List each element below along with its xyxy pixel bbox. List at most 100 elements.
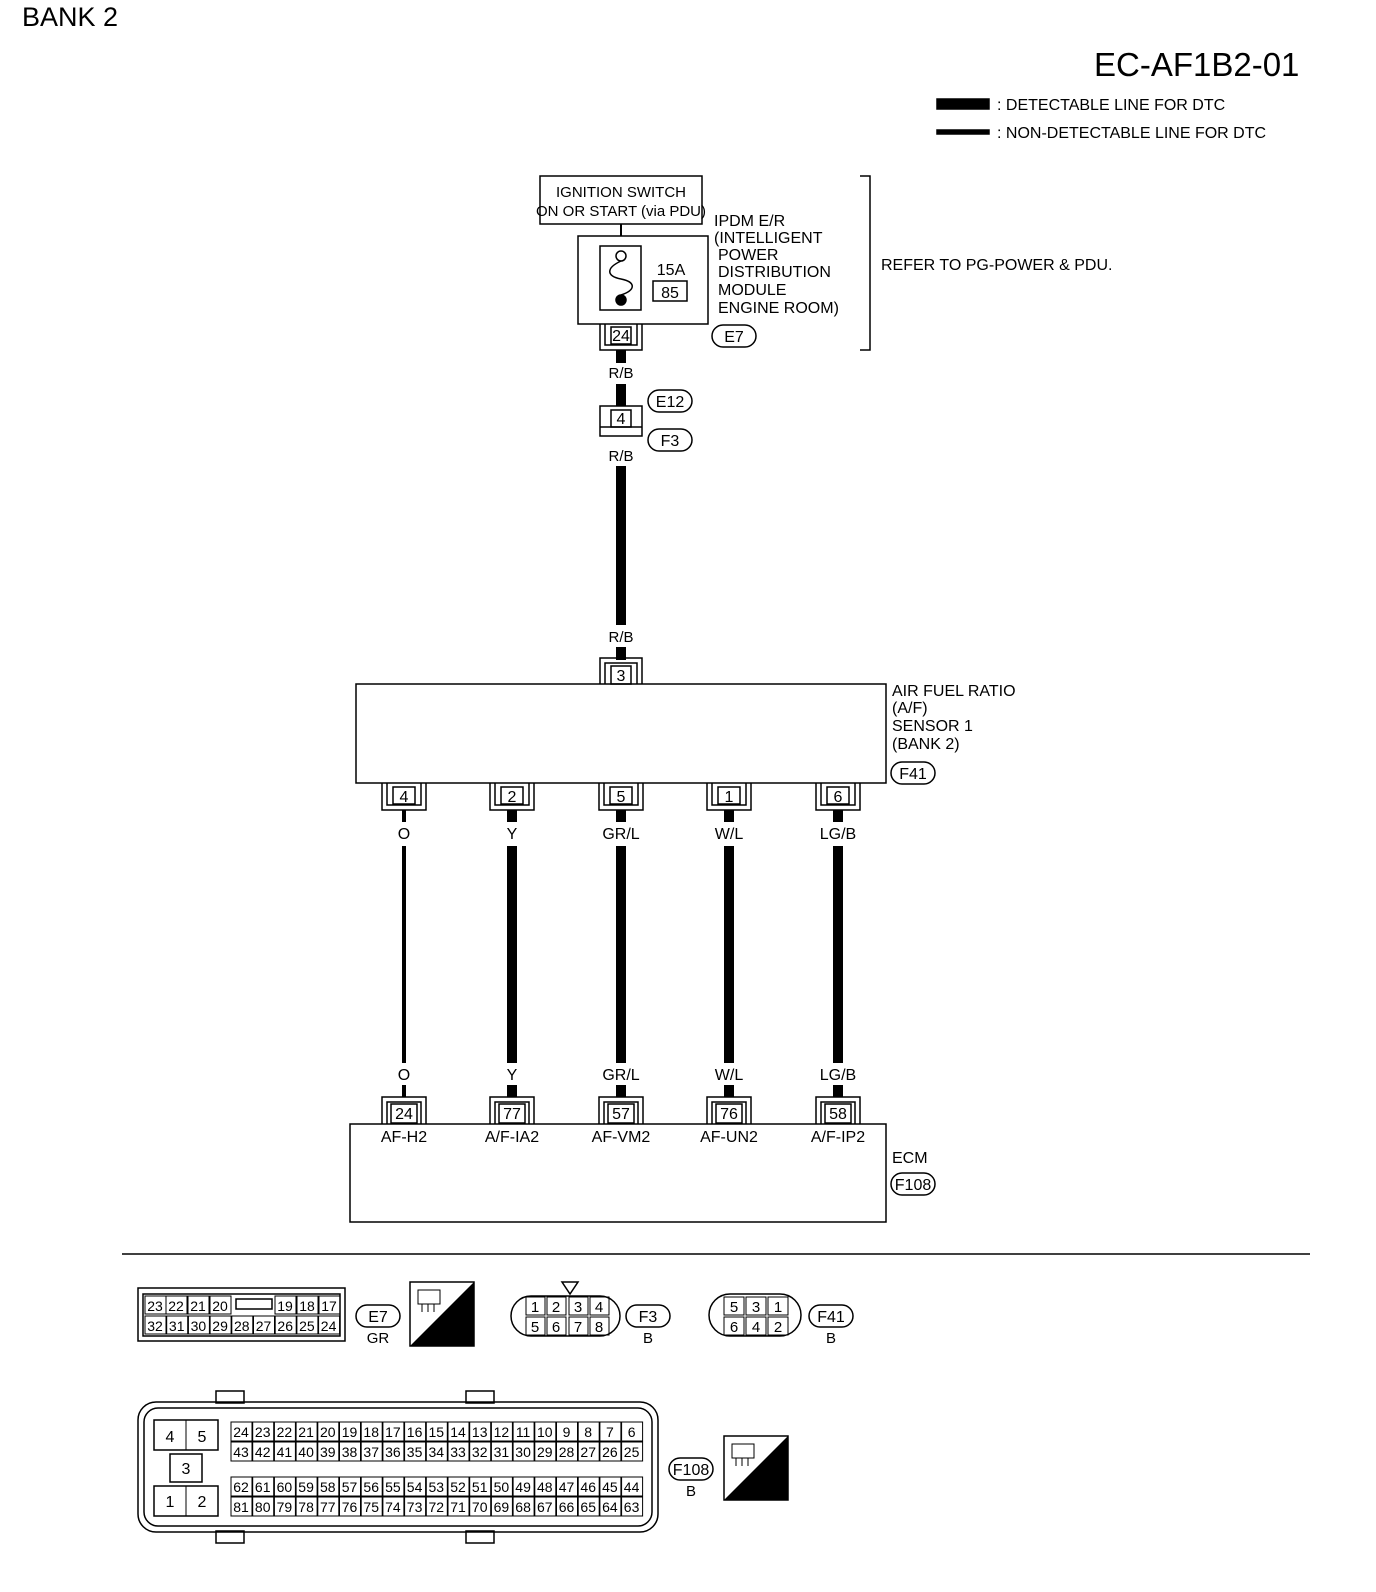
- e7-cell: [296, 1295, 319, 1315]
- ecm-pin-0: 24: [395, 1106, 413, 1123]
- legend-non-detectable-text: : NON-DETECTABLE LINE FOR DTC: [997, 125, 1266, 142]
- f108-hs-icon-fill: [724, 1436, 788, 1500]
- f108-pin: 6: [628, 1424, 636, 1440]
- f108-cell: [599, 1421, 622, 1442]
- wire-color-top-0: O: [398, 826, 410, 843]
- f108-cell: [252, 1441, 275, 1462]
- f108-cell: [577, 1476, 600, 1497]
- f108-pin: 13: [472, 1424, 488, 1440]
- f108-pin: 46: [580, 1479, 596, 1495]
- f108-pin: 30: [515, 1444, 531, 1460]
- e7-pin: 21: [190, 1298, 206, 1314]
- f108-pin: 44: [624, 1479, 640, 1495]
- sensor-pin-1: 2: [508, 789, 517, 806]
- fuse-rating: 15A: [657, 262, 686, 279]
- f108-cell: [317, 1441, 340, 1462]
- wire-rb-label-1: R/B: [608, 365, 633, 382]
- legend-detectable-text: : DETECTABLE LINE FOR DTC: [997, 97, 1225, 114]
- f3-connector-id-outline: [625, 1304, 671, 1328]
- joint-connector-bottom-outline: [647, 428, 693, 452]
- ipdm-terminal-bracket-inner: [604, 324, 638, 346]
- f108-pin: 7: [606, 1424, 614, 1440]
- e7-cell: [253, 1315, 275, 1335]
- f108-pin: 55: [385, 1479, 401, 1495]
- joint-terminal: 4: [617, 411, 626, 428]
- f108-cell: [577, 1496, 600, 1517]
- e7-cell: [209, 1295, 232, 1315]
- f108-pin: 16: [407, 1424, 423, 1440]
- sensor-pin-bracket-inner-4: [820, 783, 856, 806]
- f108-cell: [425, 1496, 448, 1517]
- f3-pin: 8: [595, 1319, 603, 1336]
- f108-cell: [621, 1476, 644, 1497]
- f3-cell: [525, 1316, 546, 1336]
- f41-cell: [745, 1296, 767, 1316]
- e7-pin: 19: [277, 1298, 293, 1314]
- f108-pin: 58: [320, 1479, 336, 1495]
- ipdm-box: [577, 235, 709, 325]
- f108-cell: [295, 1476, 318, 1497]
- sensor-pin-2: 5: [617, 789, 626, 806]
- ipdm-terminal: 24: [612, 328, 630, 345]
- sensor-pin-box-2: [609, 786, 633, 805]
- e7-pin: 27: [256, 1318, 272, 1334]
- f108-pin: 50: [494, 1479, 510, 1495]
- f108-cell: [556, 1476, 578, 1497]
- f108-cell: [295, 1421, 318, 1442]
- f41-pin: 1: [774, 1299, 782, 1316]
- ecm-pin-bracket-1: [489, 1096, 535, 1124]
- f108-latch-3: [215, 1530, 245, 1544]
- f108-cell: [490, 1421, 513, 1442]
- e7-pin: 32: [147, 1318, 163, 1334]
- ipdm-connector: E7: [724, 329, 744, 346]
- f3-cell: [525, 1296, 546, 1316]
- f108-pin: 21: [298, 1424, 314, 1440]
- ecm-pin-box-0: [390, 1103, 418, 1124]
- wire-color-top-2: GR/L: [602, 826, 639, 843]
- ecm-pin-2: 57: [612, 1106, 630, 1123]
- wire-rb-label-2: R/B: [608, 448, 633, 465]
- f41-pin: 5: [730, 1299, 738, 1316]
- f3-connector-id: F3: [639, 1309, 658, 1326]
- e7-pin: 25: [299, 1318, 315, 1334]
- f108-pin: 37: [363, 1444, 379, 1460]
- f41-cell: [745, 1316, 767, 1336]
- e7-pin: 18: [299, 1298, 315, 1314]
- ecm-pin-bracket-2: [598, 1096, 644, 1124]
- f108-pin: 61: [255, 1479, 271, 1495]
- f108-pin: 69: [494, 1499, 510, 1515]
- f41-face: [708, 1293, 802, 1337]
- e7-cell: [187, 1315, 210, 1335]
- ecm-pin-bracket-3: [706, 1096, 752, 1124]
- f108-cell: [621, 1421, 644, 1442]
- f108-cell: [490, 1476, 513, 1497]
- f108-cell: [512, 1441, 535, 1462]
- ecm-pin-bracket-inner-2: [603, 1101, 639, 1124]
- f108-pin: 67: [537, 1499, 553, 1515]
- f3-key: [560, 1281, 580, 1296]
- f108-pin: 51: [472, 1479, 488, 1495]
- f108-hs-icon-plug-icon: [731, 1443, 755, 1459]
- ecm-pin-label-1: A/F-IA2: [485, 1129, 539, 1146]
- f108-cell: [512, 1496, 535, 1517]
- f108-pin: 20: [320, 1424, 336, 1440]
- f108-pin: 19: [342, 1424, 358, 1440]
- e7-cell: [166, 1315, 189, 1335]
- f108-latch-2: [465, 1390, 495, 1404]
- f108-cell: [599, 1441, 622, 1462]
- ecm-connector-outline: [890, 1172, 936, 1196]
- fuse-number: 85: [661, 285, 679, 302]
- e7-cell: [187, 1295, 210, 1315]
- refer-bracket: [860, 175, 871, 351]
- e7-face-outer: [137, 1287, 346, 1342]
- f108-pin: 25: [624, 1444, 640, 1460]
- e7-connector-id-outline: [355, 1304, 401, 1328]
- ecm-pin-box-4: [824, 1103, 852, 1124]
- f108-pin: 60: [277, 1479, 293, 1495]
- wire-color-bottom-3: W/L: [715, 1067, 744, 1084]
- f3-pin: 5: [531, 1319, 539, 1336]
- e7-hs-icon-label: H.S.: [436, 1326, 471, 1346]
- f108-cell: [273, 1476, 296, 1497]
- ecm-pin-label-4: A/F-IP2: [811, 1129, 865, 1146]
- sensor-top-terminal: 3: [617, 668, 626, 685]
